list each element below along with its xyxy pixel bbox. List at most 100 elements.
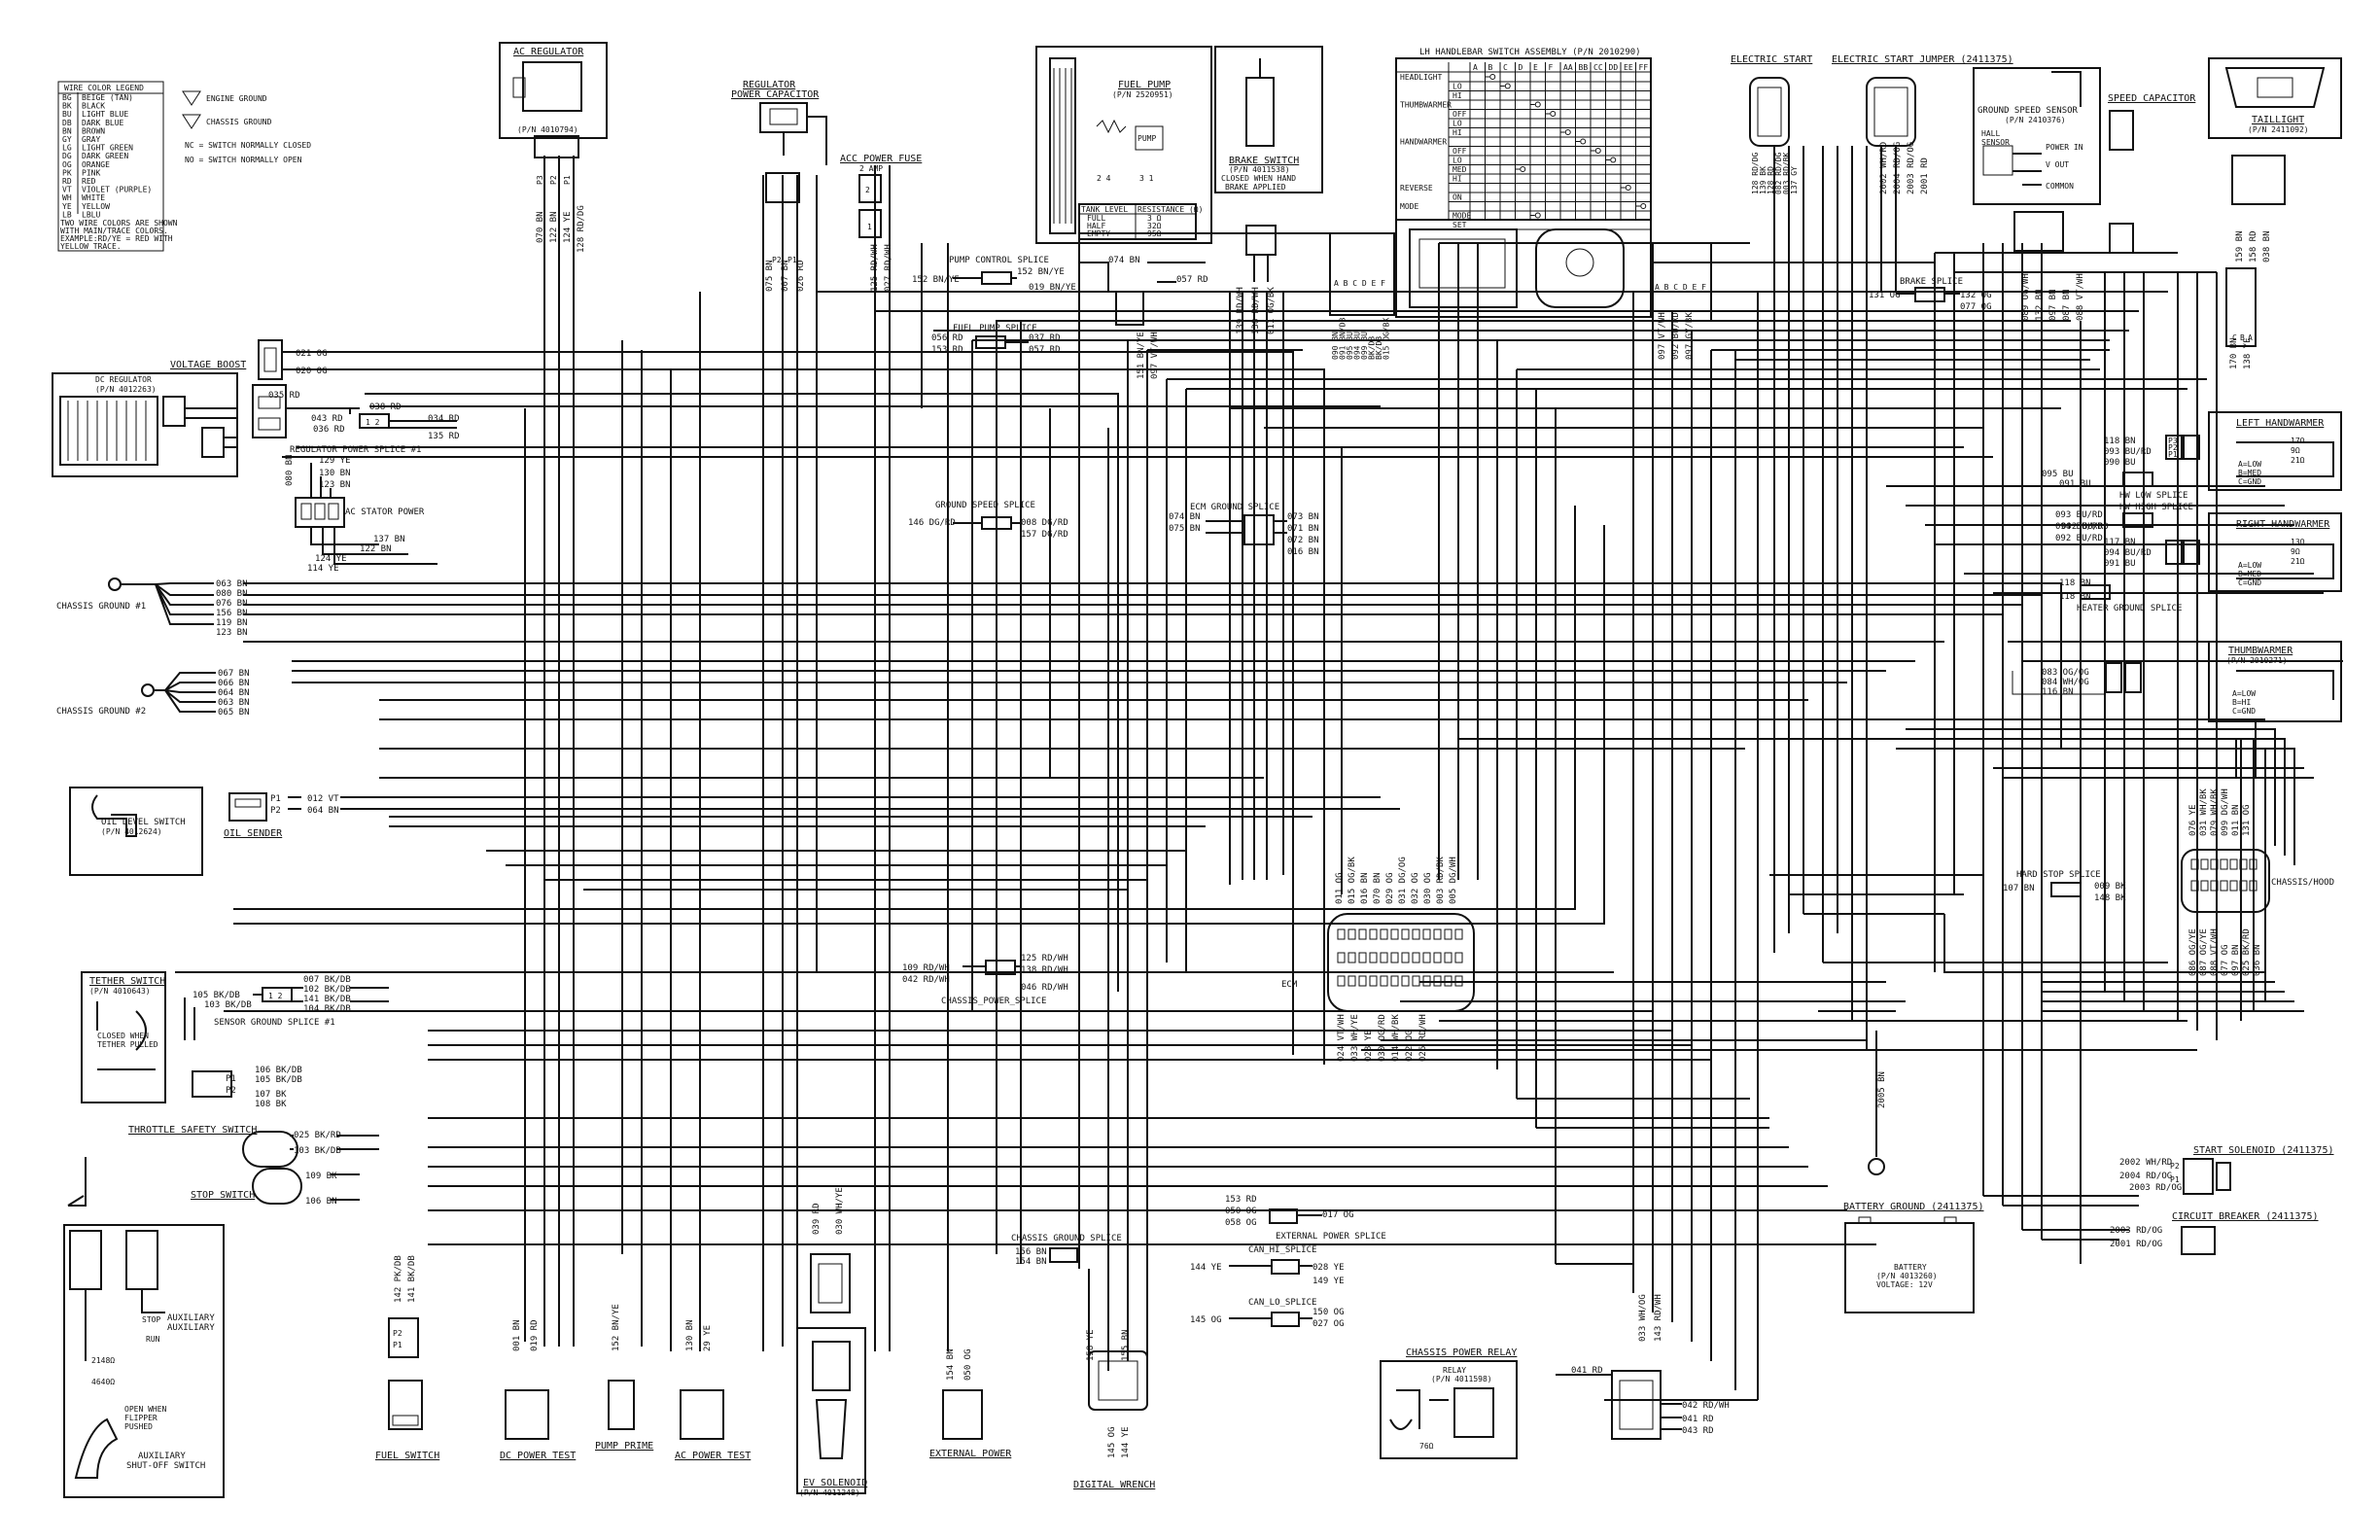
wire-label: 024 VT/WH bbox=[1337, 1014, 1347, 1062]
svg-text:2: 2 bbox=[865, 186, 870, 194]
pin bbox=[1401, 952, 1410, 963]
svg-text:STOP: STOP bbox=[142, 1315, 160, 1324]
pin bbox=[1369, 928, 1378, 940]
svg-text:TAILLIGHT: TAILLIGHT bbox=[2252, 115, 2304, 125]
svg-text:(P/N 4012624): (P/N 4012624) bbox=[101, 827, 162, 836]
pin bbox=[2210, 858, 2219, 870]
svg-text:043 RD: 043 RD bbox=[311, 414, 343, 424]
pin bbox=[1454, 952, 1463, 963]
svg-text:2003 RD/OG: 2003 RD/OG bbox=[2129, 1183, 2182, 1193]
pin bbox=[1412, 975, 1420, 987]
wire-label: 128 RD/DG bbox=[577, 205, 586, 253]
svg-text:056 RD: 056 RD bbox=[931, 333, 963, 343]
wire-label: FULL bbox=[1087, 214, 1105, 223]
wire-label: 093 BU/RD bbox=[2104, 447, 2152, 457]
svg-text:HEATER GROUND SPLICE: HEATER GROUND SPLICE bbox=[2077, 604, 2182, 613]
chassis-power-splice: 109 RD/WH 042 RD/WH 125 RD/WH 138 RD/WH … bbox=[902, 954, 1068, 1006]
svg-text:REGULATOR: REGULATOR bbox=[743, 80, 796, 90]
fuel-pump-splice: FUEL PUMP SPLICE 056 RD 153 RD 037 RD 05… bbox=[931, 324, 1128, 355]
svg-text:BRAKE APPLIED: BRAKE APPLIED bbox=[1225, 183, 1286, 192]
wire-label: 119 BN bbox=[216, 618, 248, 628]
wire-label: 038 BN bbox=[2262, 230, 2272, 262]
svg-text:155 BN: 155 BN bbox=[1121, 1329, 1131, 1361]
wire-label: GY bbox=[62, 135, 72, 144]
wire-label: AA bbox=[1563, 63, 1573, 72]
svg-text:C=GND: C=GND bbox=[2232, 707, 2256, 716]
hw-high-splice: HW HIGH SPLICE 093 BU/RD 092 BU/RD bbox=[2055, 503, 2193, 532]
wire-label: MED bbox=[1452, 165, 1467, 174]
wire-label: 125 RD/WH bbox=[870, 244, 880, 292]
svg-text:104 BK/DB: 104 BK/DB bbox=[303, 1004, 351, 1014]
svg-text:9Ω: 9Ω bbox=[2291, 547, 2300, 556]
svg-text:29 YE: 29 YE bbox=[703, 1325, 713, 1351]
svg-text:REGULATOR POWER SPLICE #1: REGULATOR POWER SPLICE #1 bbox=[290, 445, 421, 455]
svg-text:21Ω: 21Ω bbox=[2291, 456, 2305, 465]
svg-text:PUSHED: PUSHED bbox=[124, 1422, 153, 1431]
wire-label: LBLU bbox=[82, 210, 100, 219]
svg-text:HW LOW SPLICE: HW LOW SPLICE bbox=[2119, 491, 2188, 501]
wire-label: 014 WH/BK bbox=[1391, 1014, 1401, 1062]
regulator-power-splice: 035 RD 1 2 043 RD 036 RD 038 RD 034 RD 1… bbox=[252, 384, 460, 455]
pin bbox=[1454, 928, 1463, 940]
pin bbox=[1380, 928, 1388, 940]
wire-label: YELLOW TRACE. bbox=[60, 242, 122, 251]
svg-text:109 RD/WH: 109 RD/WH bbox=[902, 963, 950, 973]
svg-text:AC REGULATOR: AC REGULATOR bbox=[513, 47, 584, 57]
wire-label: 005 DG/WH bbox=[1449, 857, 1458, 904]
wire-label: 3 Ω bbox=[1147, 214, 1162, 223]
switch-contact bbox=[1594, 148, 1601, 154]
svg-text:130 BN: 130 BN bbox=[319, 469, 351, 478]
wire-label: BEIGE (TAN) bbox=[82, 93, 133, 102]
wire-label: 075 BN bbox=[765, 260, 775, 292]
svg-text:033 WH/OG: 033 WH/OG bbox=[1638, 1294, 1648, 1342]
svg-text:072 BN: 072 BN bbox=[1287, 536, 1319, 545]
pin bbox=[2200, 880, 2209, 892]
oil-level-switch: OIL LEVEL SWITCH (P/N 4012624) bbox=[69, 787, 203, 876]
wire-label: HANDWARMER bbox=[1400, 138, 1447, 147]
svg-text:3 1: 3 1 bbox=[1139, 174, 1154, 183]
svg-text:AC STATOR POWER: AC STATOR POWER bbox=[345, 508, 425, 517]
switch-contact bbox=[1610, 157, 1617, 163]
wire-label: 32Ω bbox=[1147, 222, 1162, 230]
pin bbox=[1078, 203, 1197, 240]
ring-terminal-icon bbox=[108, 578, 122, 591]
svg-text:008 DG/RD: 008 DG/RD bbox=[1021, 518, 1068, 528]
wire-label: 029 OG bbox=[1385, 872, 1395, 904]
wire-label: HI bbox=[1452, 128, 1462, 137]
pump-prime: 152 BN/YE PUMP PRIME bbox=[595, 1304, 653, 1452]
pin bbox=[1433, 928, 1442, 940]
wire-label: BB bbox=[1579, 63, 1589, 72]
wire-label: 015 OG/BK bbox=[1348, 857, 1357, 904]
wire-label: 063 BN bbox=[218, 698, 250, 708]
svg-text:154 BN: 154 BN bbox=[946, 1348, 956, 1381]
pin bbox=[2249, 858, 2258, 870]
svg-text:(P/N 2010271): (P/N 2010271) bbox=[2226, 656, 2288, 665]
svg-text:012 VT: 012 VT bbox=[307, 794, 339, 804]
pin bbox=[1412, 928, 1420, 940]
wire-label: 2001 RD bbox=[1920, 158, 1930, 194]
svg-text:042 RD/WH: 042 RD/WH bbox=[902, 975, 950, 985]
wire-label: 090 BN bbox=[1331, 332, 1340, 360]
wire-label: LIGHT GREEN bbox=[82, 144, 133, 153]
wire-label: 007 BN bbox=[781, 260, 790, 292]
svg-text:123 BN: 123 BN bbox=[319, 480, 351, 490]
svg-text:145 OG: 145 OG bbox=[1190, 1315, 1222, 1325]
wire-label: B bbox=[1488, 63, 1493, 72]
svg-text:NO = SWITCH NORMALLY OPEN: NO = SWITCH NORMALLY OPEN bbox=[185, 156, 302, 164]
wire-label: 132 BN bbox=[2035, 289, 2045, 321]
svg-text:106 BK/DB: 106 BK/DB bbox=[255, 1066, 302, 1075]
ground-speed-splice: GROUND SPEED SPLICE 146 DG/RD 008 DG/RD … bbox=[908, 501, 1068, 540]
battery: BATTERY (P/N 4013260) VOLTAGE: 12V bbox=[1844, 1216, 1975, 1313]
wire-label: 079 WH/BK bbox=[2210, 788, 2220, 836]
wire-label: 031 DG/OG bbox=[1398, 857, 1408, 904]
wire-label: 088 VT/WH bbox=[2076, 273, 2085, 321]
wire-label: 065 BN bbox=[218, 708, 250, 718]
svg-text:NC = SWITCH NORMALLY CLOSED: NC = SWITCH NORMALLY CLOSED bbox=[185, 141, 311, 150]
svg-text:071 BN: 071 BN bbox=[1287, 524, 1319, 534]
svg-text:OIL LEVEL SWITCH: OIL LEVEL SWITCH bbox=[101, 818, 186, 827]
svg-text:STOP SWITCH: STOP SWITCH bbox=[191, 1190, 255, 1201]
wire-label: 015 OG/BK bbox=[1382, 317, 1391, 360]
svg-text:VOLTAGE: 12V: VOLTAGE: 12V bbox=[1876, 1280, 1933, 1289]
digital-wrench: 158 YE 155 BN 145 OG 144 YE DIGITAL WREN… bbox=[1073, 1329, 1155, 1490]
